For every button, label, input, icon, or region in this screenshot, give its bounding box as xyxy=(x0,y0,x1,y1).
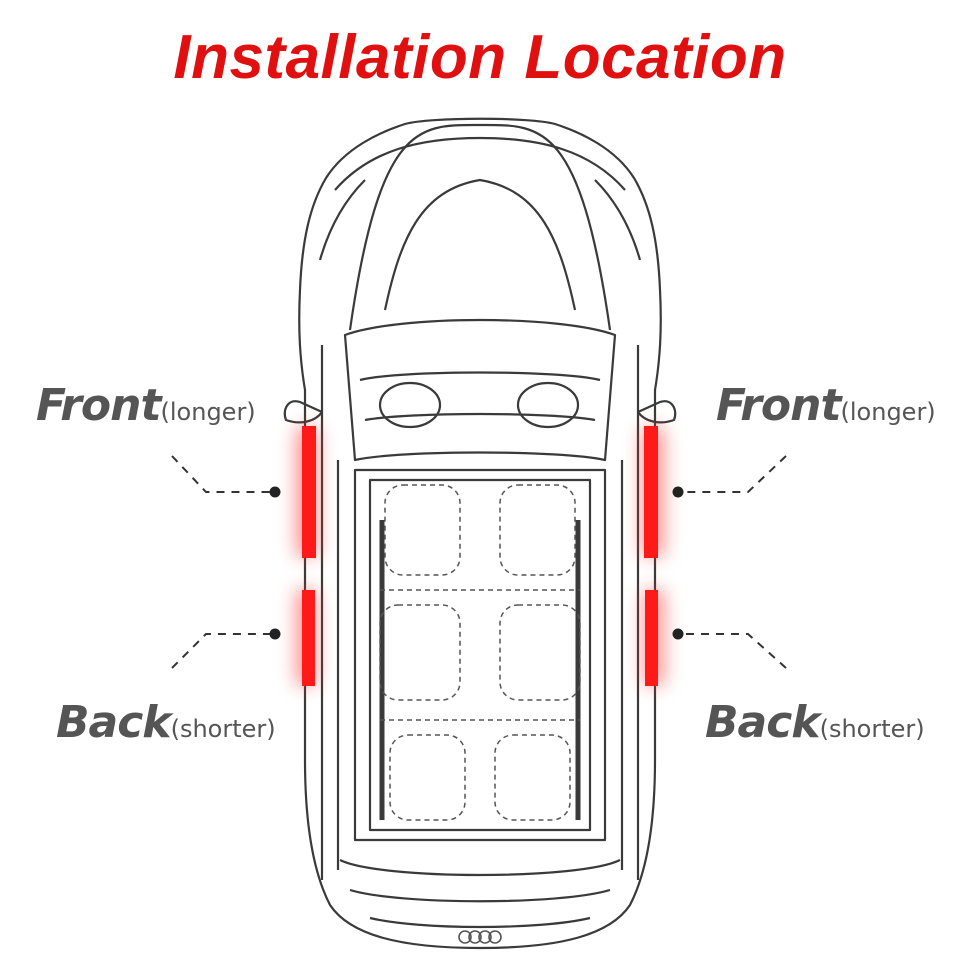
label-sub: (longer) xyxy=(160,398,256,426)
front-right-label: Front(longer) xyxy=(716,380,936,431)
front-left-label: Front(longer) xyxy=(36,380,256,431)
label-sub: (shorter) xyxy=(170,715,276,743)
car-body-outline xyxy=(283,117,677,950)
leader-lines xyxy=(171,455,787,669)
label-sub: (longer) xyxy=(840,398,936,426)
back-right-strip xyxy=(645,590,658,686)
strip-glows xyxy=(296,428,664,685)
rear-logo xyxy=(458,930,502,944)
label-main: Back xyxy=(56,697,172,748)
page-title: Installation Location xyxy=(173,23,787,92)
label-main: Front xyxy=(36,380,162,431)
label-main: Front xyxy=(716,380,842,431)
back-right-label: Back(shorter) xyxy=(705,697,925,748)
leader-dots xyxy=(269,486,684,640)
back-left-strip xyxy=(302,590,315,686)
front-right-strip xyxy=(644,426,658,558)
front-left-strip xyxy=(302,426,316,558)
label-main: Back xyxy=(705,697,821,748)
back-left-label: Back(shorter) xyxy=(56,697,276,748)
seats-outline xyxy=(379,484,581,821)
label-sub: (shorter) xyxy=(819,715,925,743)
